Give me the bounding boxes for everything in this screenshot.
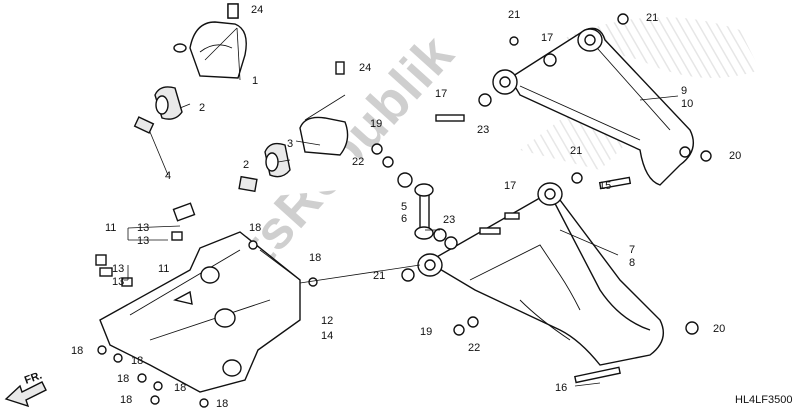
callout-11: 11 — [158, 263, 169, 275]
clip-upper — [171, 202, 196, 241]
leader-lines — [124, 27, 679, 387]
callout-13: 13 — [112, 276, 124, 288]
callout-8: 8 — [629, 257, 635, 269]
diagram-code: HL4LF3500 — [735, 394, 793, 406]
callout-23: 23 — [443, 214, 455, 226]
stabilizer-bush-upper — [154, 86, 183, 120]
stabilizer-holder-lower — [299, 61, 349, 156]
callout-10: 10 — [681, 98, 693, 110]
callout-18: 18 — [117, 373, 129, 385]
callout-13: 13 — [112, 263, 124, 275]
callout-7: 7 — [629, 244, 635, 256]
callout-18: 18 — [174, 382, 186, 394]
callout-17: 17 — [435, 88, 447, 100]
callout-18: 18 — [120, 394, 132, 406]
callout-6: 6 — [401, 213, 407, 225]
stabilizer-bar — [116, 43, 396, 197]
callout-21: 21 — [570, 145, 582, 157]
upper-arm — [492, 27, 694, 186]
callout-18: 18 — [216, 398, 228, 409]
callout-15: 15 — [599, 180, 611, 192]
callout-24: 24 — [251, 4, 263, 16]
callout-2: 2 — [243, 159, 249, 171]
callout-20: 20 — [729, 150, 741, 162]
callout-13: 13 — [137, 222, 149, 234]
callout-21: 21 — [373, 270, 385, 282]
nuts-and-washers — [371, 13, 712, 336]
callout-19: 19 — [420, 326, 432, 338]
callout-22: 22 — [468, 342, 480, 354]
callout-2: 2 — [199, 102, 205, 114]
clip-lower — [95, 254, 133, 287]
callout-4: 4 — [165, 170, 171, 182]
callout-21: 21 — [508, 9, 520, 21]
callout-18: 18 — [131, 355, 143, 367]
lower-arm — [417, 176, 664, 384]
callout-5: 5 — [401, 201, 407, 213]
callout-11: 11 — [105, 222, 116, 234]
callout-18: 18 — [309, 252, 321, 264]
callout-14: 14 — [321, 330, 333, 342]
callout-18: 18 — [249, 222, 261, 234]
callout-3: 3 — [287, 138, 293, 150]
callout-17: 17 — [504, 180, 516, 192]
bolts — [97, 3, 520, 408]
skid-plate — [99, 231, 301, 393]
callout-20: 20 — [713, 323, 725, 335]
callout-18: 18 — [71, 345, 83, 357]
callout-23: 23 — [477, 124, 489, 136]
front-arrow: FR. — [4, 369, 47, 408]
callout-1: 1 — [252, 75, 258, 87]
callout-13: 13 — [137, 235, 149, 247]
callout-9: 9 — [681, 85, 687, 97]
callout-17: 17 — [541, 32, 553, 44]
callout-24: 24 — [359, 62, 371, 74]
stabilizer-bush-lower — [264, 142, 291, 178]
callout-21: 21 — [646, 12, 658, 24]
stabilizer-link — [397, 172, 447, 242]
callout-labels: 24 1 2 24 3 2 4 19 22 5 6 11 13 13 18 13… — [71, 4, 741, 409]
callout-12: 12 — [321, 315, 333, 327]
front-label: FR. — [23, 369, 44, 386]
callout-19: 19 — [370, 118, 382, 130]
callout-22: 22 — [352, 156, 364, 168]
callout-16: 16 — [555, 382, 567, 394]
